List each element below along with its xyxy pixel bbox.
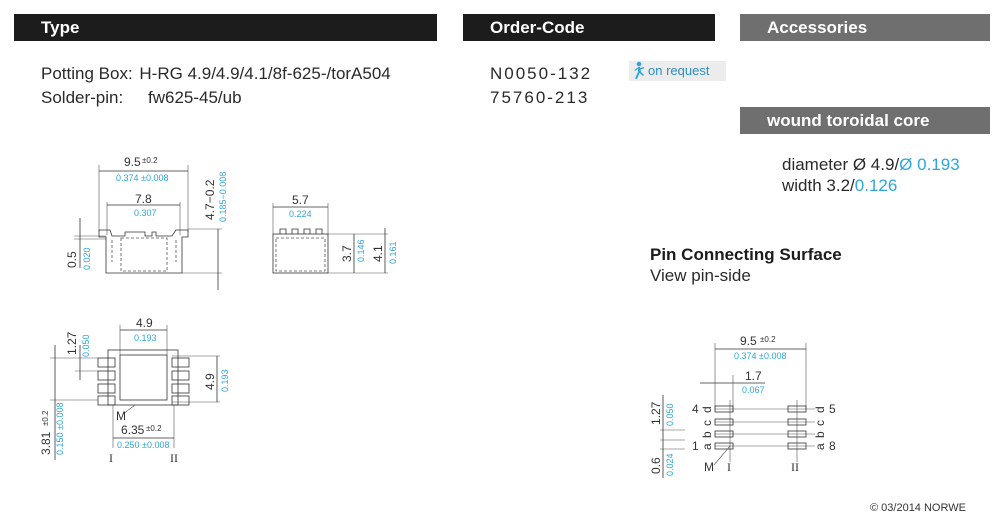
order-code-1: N0050-132: [490, 64, 593, 83]
side-view-drawing: 9.5 ±0.2 0.374 ±0.008 7.8 0.307 4.7−0.2 …: [65, 155, 228, 290]
pin-letter-a: a: [700, 443, 714, 450]
type-label: Potting Box:: [41, 64, 133, 83]
core-width-mm: width 3.2/: [782, 176, 855, 195]
pin-pads: [714, 405, 815, 450]
pin-number-4: 4: [692, 402, 699, 416]
front-width-in: 0.224: [289, 209, 312, 219]
type-row-solder-pin: Solder-pin: fw625-45/ub: [41, 88, 242, 108]
pin-letter-b-right: b: [813, 431, 827, 438]
pin-number-1: 1: [692, 439, 699, 453]
top-pitch-mm: 1.27: [65, 331, 79, 355]
core-width-inch: 0.126: [854, 176, 898, 195]
front-view-drawing: 5.7 0.224 3.7 0.146 4.1 0.161: [272, 193, 398, 274]
front-h2-in: 0.161: [388, 241, 398, 264]
pin-pad-in: 0.024: [665, 453, 675, 476]
top-span-mm: 6.35: [121, 423, 145, 437]
pin-offset-mm: 1.7: [745, 369, 762, 383]
front-h1-in: 0.146: [356, 239, 366, 262]
core-diameter-inch: Ø 0.193: [899, 155, 960, 174]
pin-letter-a-right: a: [813, 443, 827, 450]
running-person-icon: [634, 61, 644, 79]
top-marker: M: [116, 409, 126, 423]
copyright: © 03/2014 NORWE: [870, 502, 966, 514]
pin-pitch-in: 0.050: [665, 403, 675, 426]
core-diameter-mm: diameter Ø 4.9/: [782, 155, 900, 174]
pin-offset-in: 0.067: [742, 385, 765, 395]
side-width-tol: ±0.2: [142, 156, 158, 165]
front-width-mm: 5.7: [292, 193, 309, 207]
header-order-code: Order-Code: [463, 14, 715, 41]
side-width-mm: 9.5: [124, 155, 141, 169]
type-label: Solder-pin:: [41, 88, 124, 107]
pin-letter-c: c: [700, 420, 714, 426]
top-side-1: I: [109, 451, 113, 465]
pin-letter-d-right: d: [813, 406, 827, 413]
pin-surface-subtitle: View pin-side: [650, 266, 751, 285]
header-type: Type: [14, 14, 437, 41]
type-value: H-RG 4.9/4.9/4.1/8f-625-/torA504: [139, 64, 391, 83]
top-row-mm: 3.81: [39, 431, 53, 455]
pin-number-5: 5: [829, 402, 836, 416]
pin-pad-mm: 0.6: [649, 457, 663, 474]
top-right-pins: [171, 357, 190, 406]
pin-letter-c-right: c: [813, 420, 827, 426]
pin-width-tol: ±0.2: [760, 335, 776, 344]
type-row-potting-box: Potting Box: H-RG 4.9/4.9/4.1/8f-625-/to…: [41, 64, 391, 84]
availability-label: on request: [648, 63, 710, 78]
top-span-in: 0.250 ±0.008: [117, 440, 169, 450]
top-height-mm: 4.9: [203, 373, 217, 390]
top-width-in: 0.193: [134, 333, 157, 343]
pin-surface-title: Pin Connecting Surface: [650, 245, 842, 264]
side-inner-in: 0.307: [134, 208, 157, 218]
pin-number-8: 8: [829, 439, 836, 453]
core-diameter: diameter Ø 4.9/Ø 0.193: [782, 155, 960, 175]
core-width: width 3.2/0.126: [782, 176, 897, 196]
top-left-pins: [97, 357, 116, 406]
top-height-in: 0.193: [220, 369, 230, 392]
side-width-in: 0.374 ±0.008: [116, 173, 168, 183]
side-base-mm: 0.5: [65, 251, 79, 268]
pin-pitch-mm: 1.27: [649, 401, 663, 425]
pin-width-mm: 9.5: [740, 334, 757, 348]
side-height-mm: 4.7−0.2: [203, 179, 217, 220]
front-h2-mm: 4.1: [371, 245, 385, 262]
top-pitch-in: 0.050: [81, 334, 91, 357]
pin-view-drawing: 9.5 ±0.2 0.374 ±0.008 1.7 0.067 4 1 5 8 …: [649, 334, 836, 478]
pin-side-1: I: [727, 460, 731, 474]
pin-width-in: 0.374 ±0.008: [734, 351, 786, 361]
top-span-tol: ±0.2: [146, 424, 162, 433]
order-code-2: 75760-213: [490, 88, 590, 107]
side-height-in: 0.185−0.008: [218, 172, 228, 222]
pin-side-2: II: [791, 460, 799, 474]
header-wound-toroidal-core: wound toroidal core: [740, 107, 990, 134]
top-width-mm: 4.9: [136, 316, 153, 330]
type-value: fw625-45/ub: [148, 88, 242, 107]
pin-letter-d: d: [700, 406, 714, 413]
front-h1-mm: 3.7: [340, 245, 354, 262]
header-accessories: Accessories: [740, 14, 990, 41]
pin-letter-b: b: [700, 431, 714, 438]
side-base-in: 0.020: [82, 247, 92, 270]
pin-marker: M: [704, 460, 714, 474]
top-row-in: 0.150 ±0.008: [55, 403, 65, 455]
top-side-2: II: [170, 451, 178, 465]
top-row-tol: ±0.2: [41, 410, 50, 426]
availability-badge[interactable]: on request: [629, 61, 726, 81]
top-view-drawing: 4.9 0.193 4.9 0.193 1.27 0.050 3.81 ±0.2…: [39, 316, 230, 465]
side-inner-mm: 7.8: [135, 192, 152, 206]
